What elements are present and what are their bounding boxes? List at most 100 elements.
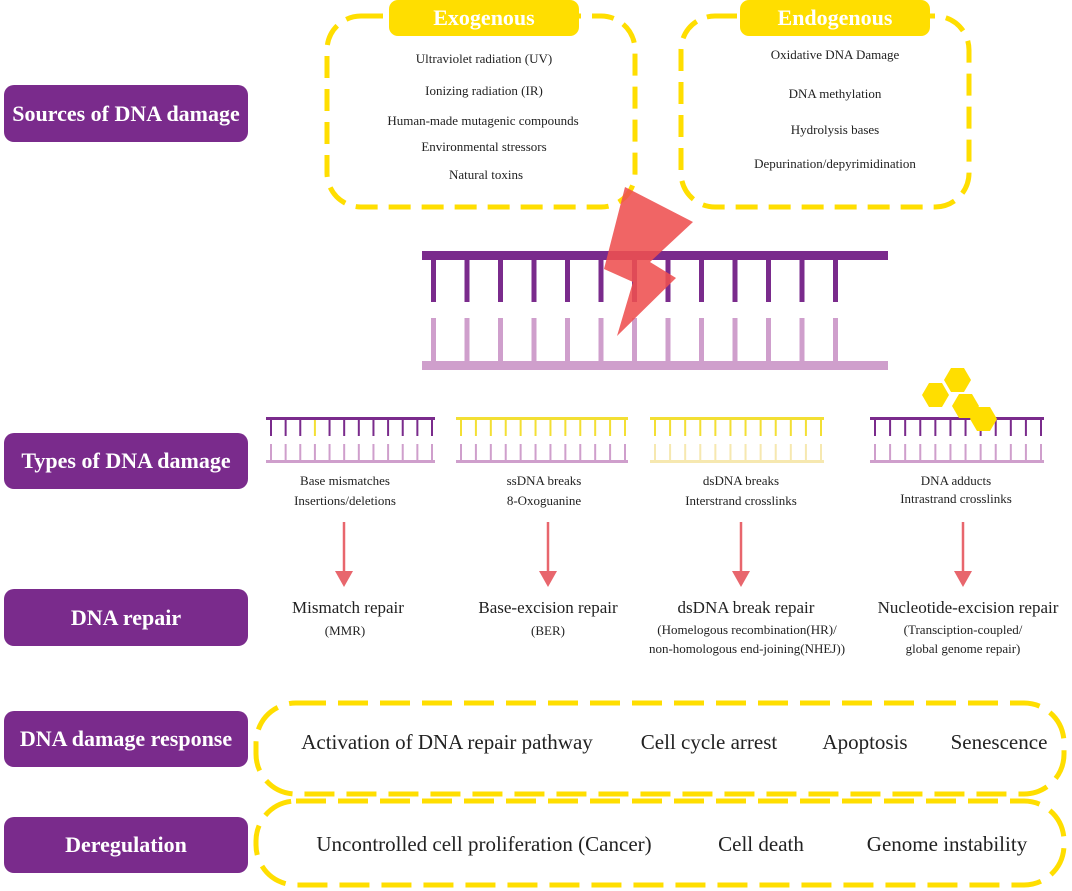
repair-detail: (MMR) bbox=[324, 623, 366, 638]
repair-detail: non-homologous end-joining(NHEJ)) bbox=[648, 641, 846, 656]
rung bbox=[564, 444, 567, 460]
dsdna-break-dna-icon bbox=[650, 417, 824, 463]
rung bbox=[284, 420, 287, 436]
rung bbox=[549, 420, 552, 436]
adduct-hexagons-icon bbox=[922, 368, 997, 431]
rung bbox=[534, 444, 537, 460]
main-dna-rung bbox=[598, 318, 604, 363]
damage-type-line2: Interstrand crosslinks bbox=[685, 493, 797, 508]
rung bbox=[714, 444, 717, 460]
deregulation-box bbox=[253, 798, 1067, 888]
damage-type-line1: dsDNA breaks bbox=[702, 473, 780, 488]
rung bbox=[729, 420, 732, 436]
rung bbox=[270, 444, 272, 460]
rung bbox=[284, 444, 287, 460]
response-item: Cell cycle arrest bbox=[640, 730, 778, 754]
rung bbox=[889, 444, 892, 460]
rung bbox=[474, 420, 477, 436]
rung bbox=[624, 420, 626, 436]
rung bbox=[949, 420, 952, 436]
deregulation-item: Genome instability bbox=[866, 832, 1028, 856]
main-dna-rung bbox=[431, 318, 436, 363]
main-dna-rung bbox=[464, 258, 470, 302]
row-label-sources: Sources of DNA damage bbox=[4, 85, 248, 142]
main-dna-rung bbox=[598, 258, 604, 302]
endogenous-item: Hydrolysis bases bbox=[790, 122, 880, 137]
arrow-to-nucleotide-excision-repair bbox=[954, 522, 972, 587]
rung bbox=[964, 444, 967, 460]
rung bbox=[387, 420, 390, 436]
main-dna-rung bbox=[799, 258, 805, 302]
main-dna-rung bbox=[732, 318, 738, 363]
rung bbox=[357, 444, 360, 460]
rung bbox=[654, 420, 656, 436]
rung bbox=[1024, 444, 1027, 460]
rung bbox=[474, 444, 477, 460]
rung bbox=[594, 444, 597, 460]
endogenous-item: Oxidative DNA Damage bbox=[770, 47, 900, 62]
rung bbox=[669, 420, 672, 436]
main-dna-rung bbox=[531, 318, 537, 363]
strand bbox=[266, 417, 435, 420]
main-dna-rung bbox=[498, 258, 503, 302]
rung bbox=[654, 444, 656, 460]
repair-detail: (BER) bbox=[531, 623, 565, 638]
damage-type-line2: 8-Oxoguanine bbox=[506, 493, 582, 508]
rung bbox=[401, 444, 404, 460]
main-dna-bottom-strand bbox=[422, 318, 888, 370]
rung bbox=[1040, 420, 1042, 436]
rung bbox=[579, 420, 582, 436]
rung bbox=[744, 444, 747, 460]
repair-detail: (Transciption-coupled/ bbox=[903, 622, 1023, 637]
repair-name: Mismatch repair bbox=[292, 598, 404, 617]
damage-type-line1: Base mismatches bbox=[300, 473, 390, 488]
rung bbox=[624, 444, 626, 460]
rung bbox=[594, 420, 597, 436]
rung bbox=[387, 444, 390, 460]
rung bbox=[609, 444, 612, 460]
rung bbox=[994, 420, 997, 436]
rung bbox=[804, 420, 807, 436]
endogenous-title: Endogenous bbox=[740, 0, 930, 36]
rung bbox=[774, 444, 777, 460]
rung bbox=[729, 444, 732, 460]
exogenous-item: Ultraviolet radiation (UV) bbox=[415, 51, 553, 66]
rung bbox=[774, 420, 777, 436]
ssdna-break-dna-icon bbox=[456, 417, 628, 463]
rung bbox=[416, 444, 419, 460]
rung bbox=[934, 420, 937, 436]
rung bbox=[919, 420, 922, 436]
rung bbox=[1024, 420, 1027, 436]
rung bbox=[759, 444, 762, 460]
exogenous-item: Human-made mutagenic compounds bbox=[387, 113, 579, 128]
rung bbox=[431, 420, 433, 436]
response-item: Activation of DNA repair pathway bbox=[301, 730, 593, 754]
rung bbox=[519, 444, 522, 460]
rung bbox=[714, 420, 717, 436]
row-label-response: DNA damage response bbox=[4, 711, 248, 767]
main-dna-rung bbox=[498, 318, 503, 363]
main-dna-rung bbox=[565, 318, 570, 363]
rung bbox=[564, 420, 567, 436]
rung bbox=[874, 420, 876, 436]
strand bbox=[650, 460, 824, 463]
rung bbox=[949, 444, 952, 460]
rung bbox=[874, 444, 876, 460]
rung bbox=[431, 444, 433, 460]
rung bbox=[270, 420, 272, 436]
endogenous-item: DNA methylation bbox=[788, 86, 882, 101]
damage-type-line1: DNA adducts bbox=[920, 473, 992, 488]
rung bbox=[609, 420, 612, 436]
rung bbox=[904, 444, 907, 460]
rung bbox=[1009, 420, 1012, 436]
exogenous-item: Ionizing radiation (IR) bbox=[425, 83, 543, 98]
main-dna-rung bbox=[766, 318, 771, 363]
rung bbox=[1009, 444, 1012, 460]
lightning-bolt-icon bbox=[604, 187, 693, 336]
rung bbox=[684, 420, 687, 436]
repair-name: dsDNA break repair bbox=[677, 598, 815, 617]
arrow-to-mismatch-repair bbox=[335, 522, 353, 587]
row-label-deregulation: Deregulation bbox=[4, 817, 248, 873]
main-dna-rung bbox=[531, 258, 537, 302]
